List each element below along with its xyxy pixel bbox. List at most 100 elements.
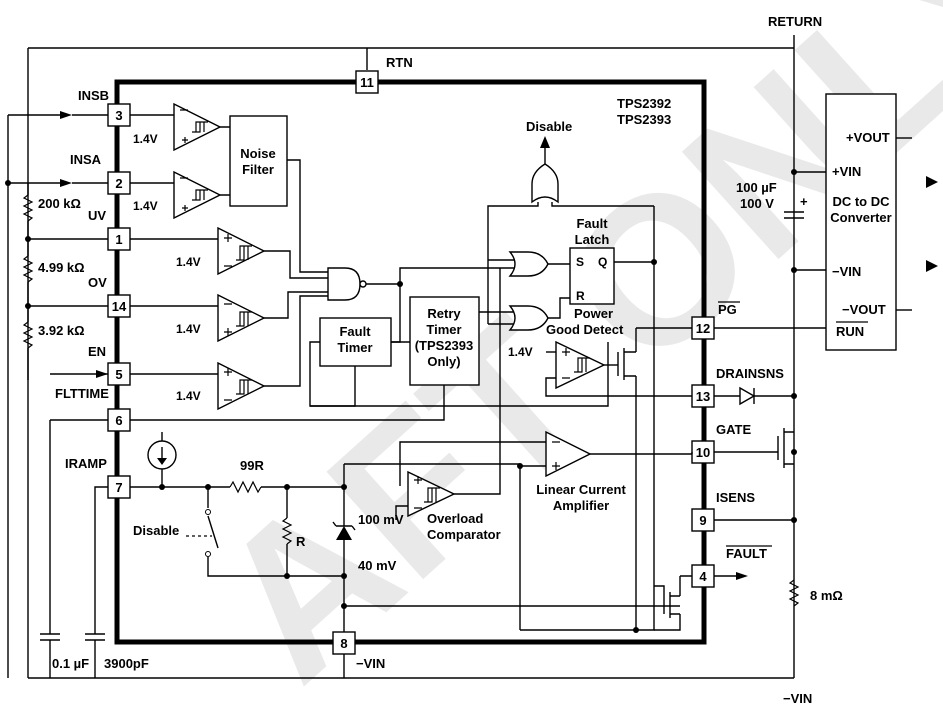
plus-vout-label: +VOUT (846, 130, 890, 145)
or-gate-set (508, 251, 549, 277)
part-number-1: TPS2392 (617, 96, 671, 111)
part-number-2: TPS2393 (617, 112, 671, 127)
fault-latch-label-2: Latch (575, 232, 610, 247)
cap-plus-label: + (800, 194, 808, 209)
pin-2: 2 (107, 171, 131, 195)
linear-amp-label-1: Linear Current (536, 482, 626, 497)
svg-text:5: 5 (115, 367, 122, 382)
dc-dc-converter-block: DC to DC Converter (825, 93, 897, 351)
gate-label: GATE (716, 422, 751, 437)
power-good-label-2: Good Detect (546, 322, 624, 337)
disable-top-label: Disable (526, 119, 572, 134)
resistor-99r-label: 99R (240, 458, 264, 473)
neg-vin-bottom-label: −VIN (783, 691, 812, 706)
rtn-label: RTN (386, 55, 413, 70)
overload-label-2: Comparator (427, 527, 501, 542)
sense-resistor-label: 8 mΩ (810, 588, 843, 603)
pin-3: 3 (107, 103, 131, 127)
svg-text:7: 7 (115, 480, 122, 495)
svg-text:Only): Only) (427, 354, 460, 369)
isens-label: ISENS (716, 490, 755, 505)
svg-text:8: 8 (340, 636, 347, 651)
return-label: RETURN (768, 14, 822, 29)
fault-latch-label-1: Fault (576, 216, 608, 231)
fault-latch-block: S Q R (569, 247, 615, 305)
svg-text:Converter: Converter (830, 210, 891, 225)
linear-amp-label-2: Amplifier (553, 498, 609, 513)
pin-11: 11 (355, 70, 379, 94)
pin-8: 8 (332, 631, 356, 655)
pin-12: 12 (691, 316, 715, 340)
noise-filter-block: Noise Filter (229, 115, 288, 207)
cap-3900pF-label: 3900pF (104, 656, 149, 671)
pin-6: 6 (107, 408, 131, 432)
pg-label: PG (718, 302, 737, 317)
minus-vout-label: −VOUT (842, 302, 886, 317)
bulk-cap-label-1: 100 µF (736, 180, 777, 195)
ref-1.4v-ov: 1.4V (176, 322, 201, 336)
neg-vin-pin-label: −VIN (356, 656, 385, 671)
ref-1.4v-insa: 1.4V (133, 199, 158, 213)
ref-1.4v-en: 1.4V (176, 389, 201, 403)
pin-label-iramp: IRAMP (65, 456, 107, 471)
ref-40mv-label: 40 mV (358, 558, 397, 573)
resistor-200k-label: 200 kΩ (38, 196, 81, 211)
resistor-4.99k-label: 4.99 kΩ (38, 260, 85, 275)
run-label: RUN (836, 324, 864, 339)
fault-timer-block: Fault Timer (319, 317, 392, 367)
minus-vin-label: −VIN (832, 264, 861, 279)
or-gate-disable (531, 163, 559, 204)
pin-5: 5 (107, 362, 131, 386)
svg-text:(TPS2393: (TPS2393 (415, 338, 474, 353)
pin-label-flttime: FLTTIME (55, 386, 109, 401)
svg-text:Retry: Retry (427, 306, 461, 321)
svg-text:14: 14 (112, 299, 127, 314)
svg-text:R: R (576, 289, 585, 303)
ref-1.4v-pgood: 1.4V (508, 345, 533, 359)
pin-10: 10 (691, 440, 715, 464)
ref-100mv-label: 100 mV (358, 512, 404, 527)
plus-vin-label: +VIN (832, 164, 861, 179)
svg-text:1: 1 (115, 232, 122, 247)
svg-text:13: 13 (696, 389, 710, 404)
bulk-cap-label-2: 100 V (740, 196, 774, 211)
drainsns-label: DRAINSNS (716, 366, 784, 381)
ref-1.4v-insb: 1.4V (133, 132, 158, 146)
pin-7: 7 (107, 475, 131, 499)
pin-14: 14 (107, 294, 131, 318)
power-good-label-1: Power (574, 306, 613, 321)
svg-text:Fault: Fault (339, 324, 371, 339)
svg-text:6: 6 (115, 413, 122, 428)
disable-mid-label: Disable (133, 523, 179, 538)
svg-text:2: 2 (115, 176, 122, 191)
svg-text:Noise: Noise (240, 146, 275, 161)
fault-label: FAULT (726, 546, 767, 561)
ic-package-outline (114, 79, 707, 645)
svg-text:Timer: Timer (337, 340, 372, 355)
retry-timer-block: Retry Timer (TPS2393 Only) (409, 296, 480, 386)
svg-text:Filter: Filter (242, 162, 274, 177)
svg-text:DC to DC: DC to DC (832, 194, 890, 209)
pin-4: 4 (691, 564, 715, 588)
or-gate-reset (508, 305, 549, 331)
pin-label-insb: INSB (78, 88, 109, 103)
svg-text:S: S (576, 255, 584, 269)
nand-gate (327, 267, 361, 301)
ref-1.4v-uv: 1.4V (176, 255, 201, 269)
svg-text:10: 10 (696, 445, 710, 460)
pin-label-en: EN (88, 344, 106, 359)
overload-label-1: Overload (427, 511, 483, 526)
cap-0.1uF-label: 0.1 µF (52, 656, 89, 671)
svg-text:Q: Q (598, 255, 607, 269)
pin-1: 1 (107, 227, 131, 251)
pin-label-ov: OV (88, 275, 107, 290)
svg-text:3: 3 (115, 108, 122, 123)
resistor-3.92k-label: 3.92 kΩ (38, 323, 85, 338)
svg-text:11: 11 (360, 75, 374, 90)
pin-label-insa: INSA (70, 152, 102, 167)
svg-text:12: 12 (696, 321, 710, 336)
pin-13: 13 (691, 384, 715, 408)
pin-label-uv: UV (88, 208, 106, 223)
svg-text:4: 4 (699, 569, 707, 584)
